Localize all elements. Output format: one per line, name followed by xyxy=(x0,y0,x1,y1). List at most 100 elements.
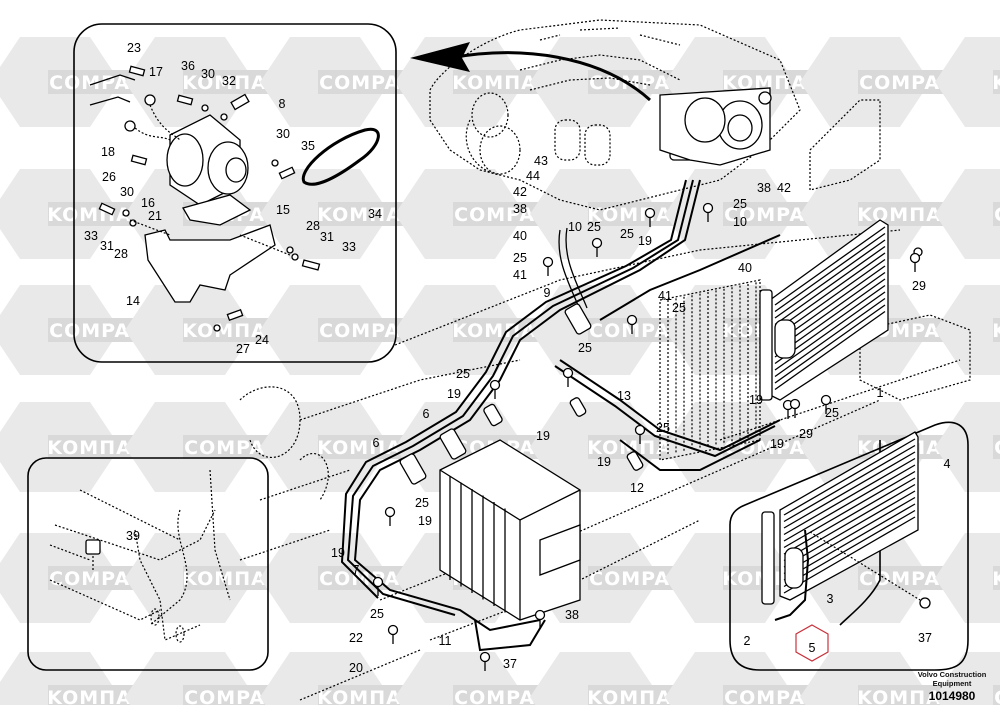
callout-number: 22 xyxy=(349,631,363,645)
callout-19: 19 xyxy=(447,387,461,401)
callout-29: 29 xyxy=(912,279,926,293)
callout-number: 10 xyxy=(733,215,747,229)
callout-number: 3 xyxy=(827,592,834,606)
callout-28: 28 xyxy=(114,247,128,261)
condenser-fin xyxy=(774,297,886,378)
watermark-text: COMPART xyxy=(994,437,1000,459)
hose-bundle xyxy=(340,179,781,652)
callout-25: 25 xyxy=(415,496,429,510)
watermark-hex xyxy=(935,37,1000,127)
callout-number: 41 xyxy=(658,289,672,303)
callout-13: 13 xyxy=(617,389,631,403)
callout-29: 29 xyxy=(799,427,813,441)
callout-5: 5 xyxy=(809,641,816,655)
callout-10: 10 xyxy=(733,215,747,229)
callout-19: 19 xyxy=(331,546,345,560)
callout-number: 19 xyxy=(638,234,652,248)
callout-8: 8 xyxy=(279,97,286,111)
callout-number: 11 xyxy=(439,634,452,648)
callout-14: 14 xyxy=(126,294,140,308)
callout-number: 20 xyxy=(349,661,363,675)
callout-37: 37 xyxy=(918,631,932,645)
callout-number: 40 xyxy=(738,261,752,275)
callout-25: 25 xyxy=(578,341,592,355)
callout-6: 6 xyxy=(423,407,430,421)
bolt-head xyxy=(634,424,646,436)
callout-number: 25 xyxy=(370,607,384,621)
watermark-band xyxy=(993,566,1000,590)
callout-30: 30 xyxy=(120,185,134,199)
inset-frame-detail xyxy=(27,457,269,671)
callout-number: 33 xyxy=(84,229,98,243)
callout-number: 33 xyxy=(342,240,356,254)
callout-number: 19 xyxy=(597,455,611,469)
watermark-band xyxy=(993,202,1000,226)
callout-34: 34 xyxy=(368,207,382,221)
callout-28: 28 xyxy=(306,219,320,233)
callout-number: 8 xyxy=(279,97,286,111)
callout-number: 25 xyxy=(513,251,527,265)
watermark-text: COMPART xyxy=(994,687,1000,705)
condenser-fin xyxy=(783,509,916,588)
callout-number: 2 xyxy=(744,634,751,648)
condenser-fin xyxy=(783,438,916,516)
callout-number: 25 xyxy=(733,197,747,211)
callout-number: 16 xyxy=(141,196,155,210)
watermark-text: COMPART xyxy=(994,204,1000,226)
callout-24: 24 xyxy=(255,333,269,347)
callout-number: 25 xyxy=(578,341,592,355)
callout-38: 38 xyxy=(757,181,771,195)
callout-41: 41 xyxy=(658,289,672,303)
callout-number: 29 xyxy=(799,427,813,441)
callout-23: 23 xyxy=(127,41,141,55)
engine-outline xyxy=(429,19,801,211)
callout-number: 4 xyxy=(944,457,951,471)
condenser-fin xyxy=(783,451,916,529)
evaporator-unit xyxy=(439,439,581,621)
callout-6: 6 xyxy=(373,436,380,450)
callout-number: 24 xyxy=(255,333,269,347)
callout-25: 25 xyxy=(825,406,839,420)
callout-number: 15 xyxy=(276,203,290,217)
bolt-head xyxy=(702,202,714,214)
condenser-fin xyxy=(783,464,916,542)
callout-25: 25 xyxy=(513,251,527,265)
callout-number: 26 xyxy=(102,170,116,184)
watermark-band xyxy=(993,685,1000,705)
callout-19: 19 xyxy=(536,429,550,443)
callout-19: 19 xyxy=(770,437,784,451)
watermark-hex xyxy=(935,652,1000,705)
watermark-text: KOMПАРТ xyxy=(992,568,1000,590)
callout-19: 19 xyxy=(749,393,763,407)
callout-number: 6 xyxy=(423,407,430,421)
callout-number: 39 xyxy=(126,529,140,543)
publisher-line-2: Equipment xyxy=(933,679,972,688)
callout-11: 11 xyxy=(439,634,452,648)
bolt-head xyxy=(909,252,921,264)
callout-number: 25 xyxy=(825,406,839,420)
callout-number: 41 xyxy=(513,268,527,282)
callout-number: 10 xyxy=(568,220,582,234)
callout-number: 19 xyxy=(447,387,461,401)
bolt-head xyxy=(789,398,801,410)
bolt-head xyxy=(591,237,603,249)
callout-number: 28 xyxy=(306,219,320,233)
bolt-head xyxy=(387,624,399,636)
callout-number: 13 xyxy=(617,389,631,403)
callout-40: 40 xyxy=(513,229,527,243)
callout-number: 7 xyxy=(353,563,360,577)
callout-4: 4 xyxy=(944,457,951,471)
callout-30: 30 xyxy=(276,127,290,141)
callout-number: 14 xyxy=(126,294,140,308)
callout-38: 38 xyxy=(565,608,579,622)
callout-2: 2 xyxy=(744,634,751,648)
callout-number: 36 xyxy=(181,59,195,73)
bolt-head xyxy=(542,256,554,268)
callout-number: 25 xyxy=(620,227,634,241)
clamps xyxy=(399,303,644,485)
callout-10: 10 xyxy=(568,220,582,234)
callout-number: 5 xyxy=(809,641,816,655)
callout-number: 25 xyxy=(656,421,670,435)
callout-number: 38 xyxy=(513,202,527,216)
callout-9: 9 xyxy=(544,286,551,300)
